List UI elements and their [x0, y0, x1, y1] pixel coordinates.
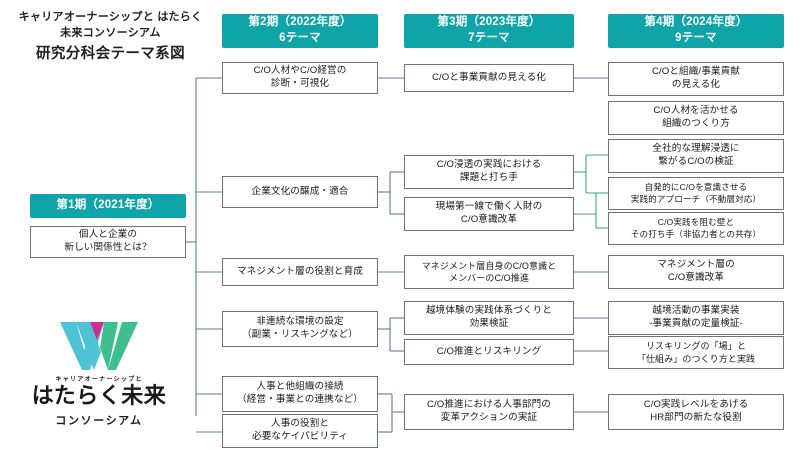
node-line: メンバーのC/O推進 — [448, 273, 529, 283]
node-p4-2[interactable]: C/O人材を活かせる 組織のつくり方 — [608, 101, 784, 135]
phase-header-4: 第4期（2024年度） 9テーマ — [608, 14, 784, 48]
node-line: C/O人材やC/O経営の — [253, 65, 347, 77]
phase-header-3-label1: 第3期（2023年度） — [437, 16, 541, 29]
node-line: 新しい関係性とは？ — [64, 242, 152, 253]
node-line: C/O実践を阻む壁と — [657, 216, 735, 227]
node-p4-4[interactable]: 自発的にC/Oを意識させる 実践的アプローチ（不動層対応） — [608, 177, 784, 210]
node-line: C/O実践レベルをあげる — [643, 399, 749, 411]
phase-header-4-label1: 第4期（2024年度） — [644, 16, 748, 29]
node-line: （副業・リスキングなど） — [241, 329, 359, 340]
node-p3-1[interactable]: C/Oと事業貢献の見える化 — [404, 64, 574, 92]
node-line: C/Oと組織/事業貢献 — [652, 66, 740, 78]
node-p4-9[interactable]: C/O実践レベルをあげる HR部門の新たな役割 — [608, 394, 784, 430]
phase-header-1: 第1期（2021年度） — [30, 194, 186, 218]
node-line: C/O人材を活かせる — [653, 105, 739, 117]
node-line: （経営・事業との連携など） — [237, 394, 363, 405]
node-line: その打ち手（非協力者との共存） — [630, 228, 762, 239]
org-name-line2: はたらく未来コンソーシアム — [60, 11, 203, 39]
node-p4-7[interactable]: 越境活動の事業実装 -事業貢献の定量検証- — [608, 301, 784, 335]
phase-header-1-label: 第1期（2021年度） — [56, 199, 160, 212]
phase-header-4-label2: 9テーマ — [675, 32, 717, 44]
phase-header-2: 第2期（2022年度） 6テーマ — [222, 14, 378, 48]
logo-name-sub: コンソーシアム — [55, 415, 143, 427]
node-line: 個人と企業の — [78, 229, 138, 241]
node-p3-3[interactable]: 現場第一線で働く人財の C/O意識改革 — [404, 197, 574, 231]
node-line: C/O推進における人事部門の — [427, 399, 551, 411]
node-p3-2[interactable]: C/O浸透の実践における 課題と打ち手 — [404, 155, 574, 189]
node-line: HR部門の新たな役割 — [650, 412, 742, 423]
phase-header-2-label1: 第2期（2022年度） — [248, 16, 352, 29]
node-line: C/O推進とリスキリング — [436, 345, 542, 357]
node-line: 診断・可視化 — [270, 78, 330, 89]
node-line: 越境活動の事業実装 — [652, 305, 740, 317]
node-line: 現場第一線で働く人財の — [435, 201, 543, 213]
node-line: C/O意識改革 — [667, 272, 725, 283]
node-line: 課題と打ち手 — [459, 172, 519, 183]
node-line: 越境体験の実践体系づくりと — [425, 305, 553, 317]
node-line: C/Oと事業貢献の見える化 — [431, 71, 546, 83]
node-line: 人事の役割と — [270, 418, 330, 430]
node-p2-6[interactable]: 人事の役割と 必要なケイパビリティ — [222, 414, 378, 448]
node-p2-5[interactable]: 人事と他組織の接続 （経営・事業との連携など） — [222, 376, 378, 412]
node-line: 繋がるC/Oの検証 — [658, 156, 734, 167]
org-name: キャリアオーナーシップと はたらく未来コンソーシアム — [18, 10, 203, 42]
node-p4-3[interactable]: 全社的な理解浸透に 繋がるC/Oの検証 — [608, 139, 784, 173]
node-p4-5[interactable]: C/O実践を阻む壁と その打ち手（非協力者との共存） — [608, 212, 784, 245]
node-p3-5[interactable]: 越境体験の実践体系づくりと 効果検証 — [404, 301, 574, 335]
w-mark-logo-icon — [60, 322, 138, 370]
node-line: の見える化 — [671, 79, 721, 90]
node-line: C/O意識改革 — [460, 214, 518, 225]
node-p3-6[interactable]: C/O推進とリスキリング — [404, 339, 574, 365]
node-line: 変革アクションの実証 — [440, 412, 538, 423]
node-line: C/O浸透の実践における — [436, 159, 542, 171]
node-line: 「仕組み」のつくり方と実践 — [636, 353, 756, 364]
node-line: 必要なケイパビリティ — [252, 431, 348, 442]
phase-header-3-label2: 7テーマ — [468, 32, 510, 44]
node-p2-2[interactable]: 企業文化の醸成・適合 — [222, 176, 378, 208]
node-line: マネジメント層の役割と育成 — [236, 265, 364, 277]
node-line: マネジメント層の — [657, 259, 735, 271]
phase-header-2-label2: 6テーマ — [279, 32, 321, 44]
logo-name-main: はたらく未来 — [31, 383, 167, 408]
node-line: リスキリングの「場」と — [645, 341, 747, 352]
node-line: 全社的な理解浸透に — [652, 143, 740, 155]
node-line: 自発的にC/Oを意識させる — [644, 181, 748, 192]
node-p2-4[interactable]: 非連続な環境の設定 （副業・リスキングなど） — [222, 311, 378, 347]
node-line: 効果検証 — [469, 318, 509, 329]
node-p3-7[interactable]: C/O推進における人事部門の 変革アクションの実証 — [404, 394, 574, 430]
node-line: 組織のつくり方 — [662, 118, 730, 129]
node-line: マネジメント層自身のC/O意識と — [421, 260, 557, 271]
node-line: 人事と他組織の接続 — [256, 381, 344, 393]
org-name-line1: キャリアオーナーシップと — [18, 11, 155, 23]
consortium-logo: キャリアオーナーシップと はたらく未来 コンソーシアム — [24, 322, 174, 440]
node-line: 企業文化の醸成・適合 — [251, 185, 349, 197]
logo-tagline: キャリアオーナーシップと — [55, 376, 143, 383]
node-p4-1[interactable]: C/Oと組織/事業貢献 の見える化 — [608, 62, 784, 96]
node-line: 非連続な環境の設定 — [256, 316, 344, 328]
page-title: 研究分科会テーマ系図 — [36, 46, 185, 62]
node-p2-1[interactable]: C/O人材やC/O経営の 診断・可視化 — [222, 62, 378, 94]
node-p4-6[interactable]: マネジメント層の C/O意識改革 — [608, 255, 784, 289]
node-line: -事業貢献の定量検証- — [649, 318, 743, 329]
phase-header-3: 第3期（2023年度） 7テーマ — [404, 14, 574, 48]
node-p1-1[interactable]: 個人と企業の 新しい関係性とは？ — [30, 226, 186, 258]
node-p4-8[interactable]: リスキリングの「場」と 「仕組み」のつくり方と実践 — [608, 336, 784, 369]
node-line: 実践的アプローチ（不動層対応） — [630, 193, 762, 204]
node-p2-3[interactable]: マネジメント層の役割と育成 — [222, 258, 378, 286]
node-p3-4[interactable]: マネジメント層自身のC/O意識と メンバーのC/O推進 — [404, 255, 574, 289]
